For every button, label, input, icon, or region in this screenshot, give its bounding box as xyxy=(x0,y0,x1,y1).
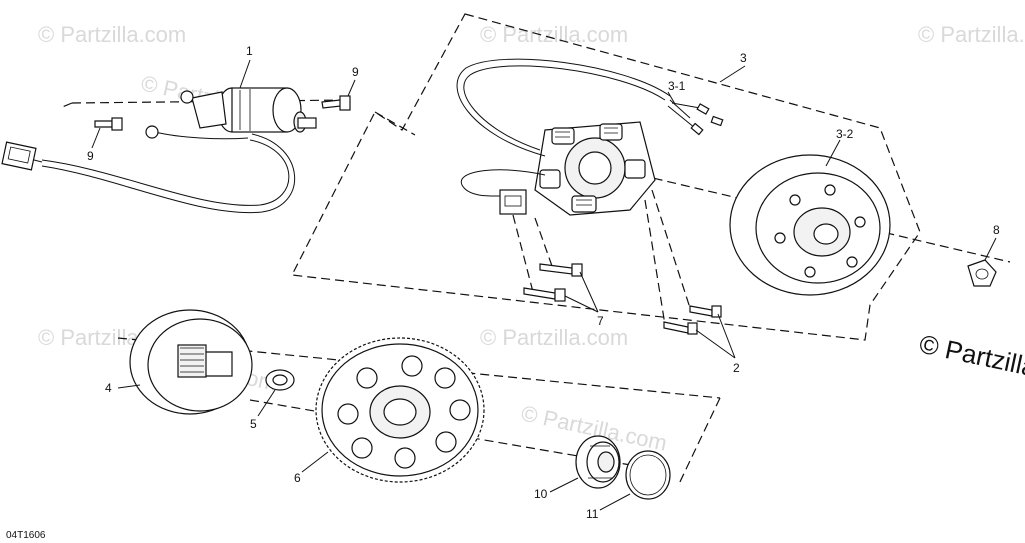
stator-flywheel-group: 3 3-1 3-2 8 7 2 xyxy=(291,13,1011,375)
starter-cable xyxy=(154,131,249,140)
leader-8 xyxy=(984,237,997,261)
watermark-1: © Partzilla.com xyxy=(38,22,186,47)
leader-11 xyxy=(599,493,631,511)
callout-11: 11 xyxy=(586,507,599,521)
starter-motor xyxy=(180,87,317,133)
watermark-2: © Partzilla.com xyxy=(480,22,628,47)
stator-coil xyxy=(534,121,656,216)
starter-clutch-group: 4 5 6 10 11 xyxy=(105,309,721,521)
flywheel-rotor xyxy=(729,154,891,296)
callout-9-left: 9 xyxy=(87,149,94,163)
callout-3-2: 3-2 xyxy=(836,127,854,141)
starter-bolt-left xyxy=(94,117,123,131)
callout-4: 4 xyxy=(105,381,112,395)
wire-connector-plug xyxy=(1,141,43,171)
callout-3-1: 3-1 xyxy=(668,79,686,93)
starter-dash-top xyxy=(71,99,351,104)
starter-driven-gear xyxy=(315,337,485,483)
leader-7 xyxy=(564,271,599,313)
callout-7: 7 xyxy=(597,314,604,328)
corner-watermark: © Partzilla xyxy=(917,329,1025,383)
leader-5 xyxy=(257,389,276,417)
leader-9-right xyxy=(347,79,356,97)
callout-6: 6 xyxy=(294,471,301,485)
flywheel-nut xyxy=(967,259,997,287)
callout-5: 5 xyxy=(250,417,257,431)
leader-3-1 xyxy=(667,91,676,105)
leader-4 xyxy=(117,384,141,389)
callout-8: 8 xyxy=(993,223,1000,237)
pulser-coil xyxy=(499,189,527,215)
diagram-code: 04T1606 xyxy=(6,530,46,541)
starter-dash-end xyxy=(59,102,73,109)
callout-1: 1 xyxy=(246,44,253,58)
watermark-3: © Partzilla.com xyxy=(918,22,1025,47)
stator-bolts xyxy=(512,214,583,302)
leader-1 xyxy=(239,59,251,89)
clutch-dash-right xyxy=(677,397,721,487)
leader-3 xyxy=(719,65,746,83)
callout-2: 2 xyxy=(733,361,740,375)
callout-9-right: 9 xyxy=(352,65,359,79)
starter-bolt-right xyxy=(321,95,351,111)
starter-clutch xyxy=(129,309,253,415)
stator-harness-b xyxy=(456,58,671,157)
group-3-inner-dash xyxy=(374,111,416,136)
starter-harness-wire-b xyxy=(41,133,296,214)
starter-harness-wire-a xyxy=(41,139,290,206)
bearing xyxy=(575,435,621,489)
leader-9-left xyxy=(91,127,101,149)
cable-ring-terminal xyxy=(145,125,159,139)
leader-2 xyxy=(695,313,736,359)
snap-ring xyxy=(625,450,671,500)
leader-3-2 xyxy=(825,139,841,167)
callout-10: 10 xyxy=(534,487,548,501)
pulser-wire xyxy=(460,169,546,197)
stator-wire-terminals xyxy=(667,99,724,136)
washer xyxy=(265,369,295,391)
stator-harness-a xyxy=(463,65,666,151)
starter-motor-group: 1 9 9 xyxy=(1,44,359,214)
watermark-5: © Partzilla.com xyxy=(480,325,628,350)
pulser-screws xyxy=(644,189,722,335)
leader-6 xyxy=(301,451,329,473)
callout-3: 3 xyxy=(740,51,747,65)
leader-10 xyxy=(549,477,579,493)
group-3-outline xyxy=(291,13,921,341)
